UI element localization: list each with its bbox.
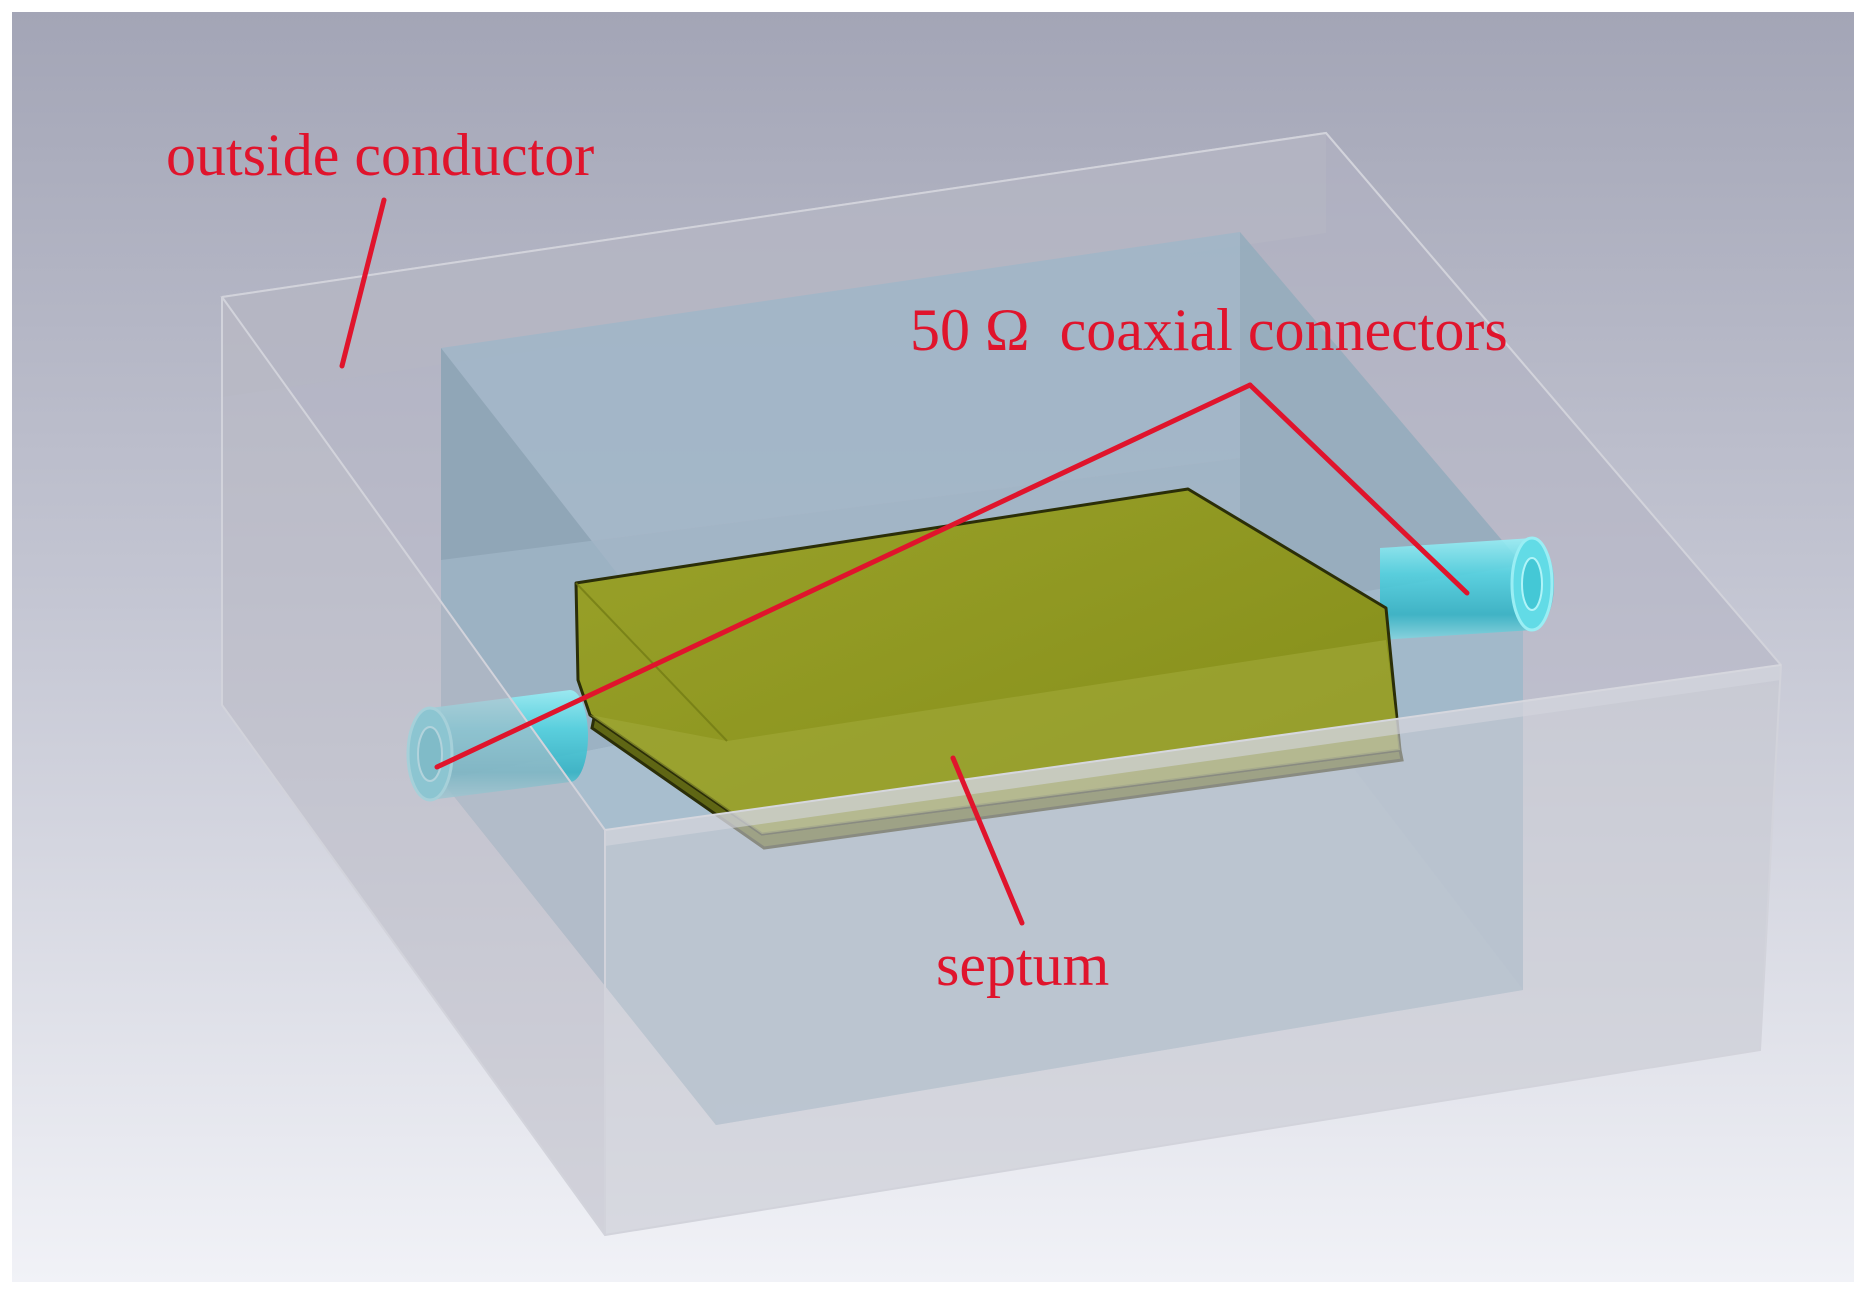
coaxial-connector-right xyxy=(1380,536,1554,640)
outer-edges xyxy=(221,131,1783,1237)
leader-coax-right xyxy=(1247,382,1470,596)
outer-left-wall xyxy=(222,297,605,1235)
cavity-back-wall xyxy=(441,232,1240,560)
label-outside-conductor: outside conductor xyxy=(166,122,594,188)
septum-lower-face xyxy=(590,640,1400,834)
outer-back-wall xyxy=(222,133,1326,397)
outside-conductor-front xyxy=(221,131,1783,1237)
outer-front-wall xyxy=(605,665,1781,1235)
leader-septum xyxy=(950,755,1025,926)
outer-front-rim xyxy=(605,665,1781,846)
label-coaxial-connectors: 50 Ω coaxial connectors xyxy=(910,297,1508,363)
leader-outside-conductor xyxy=(339,197,387,369)
annotation-lines xyxy=(339,197,1470,926)
leader-coax-left xyxy=(434,382,1253,770)
label-septum: septum xyxy=(936,932,1109,998)
